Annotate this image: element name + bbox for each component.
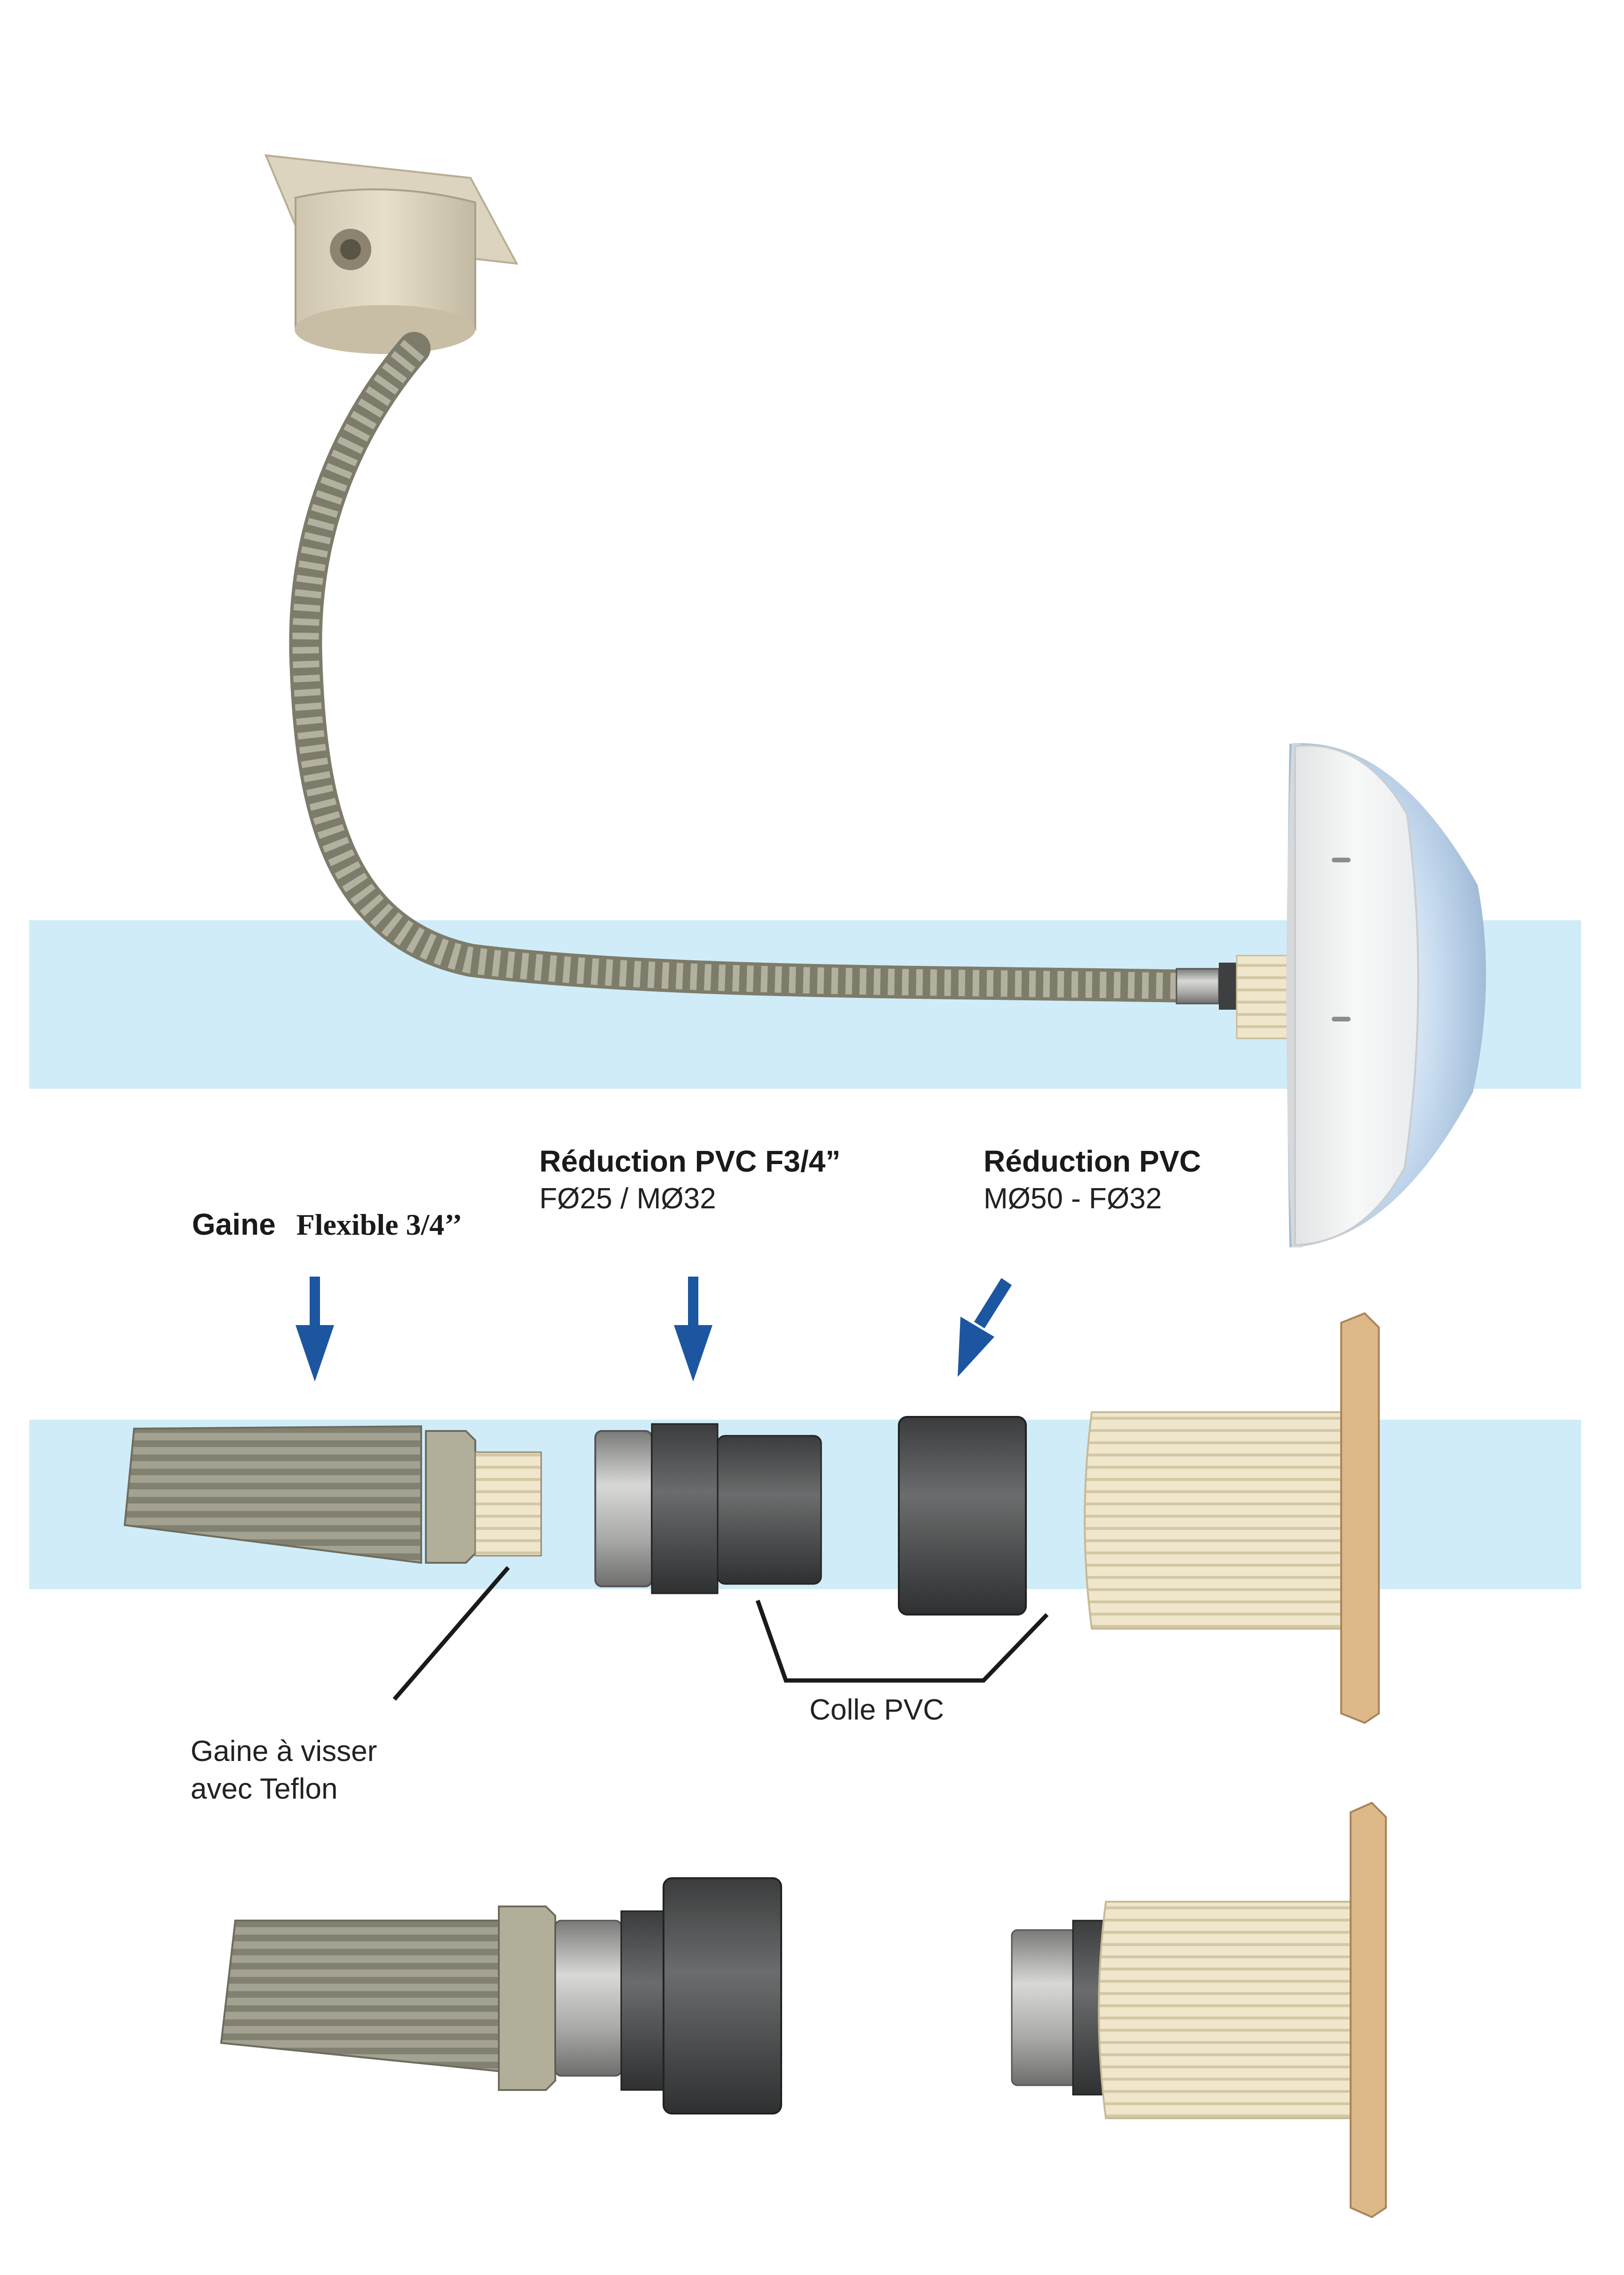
- reduction-pvc-f34: [594, 1423, 822, 1594]
- label-flexible-size: Flexible 3/4’’: [296, 1208, 463, 1241]
- label-gaine-flexible: Gaine Flexible 3/4’’: [192, 1207, 463, 1242]
- bracket-colle-pvc: [755, 1600, 1049, 1683]
- label-reduction2-title: Réduction PVC: [984, 1144, 1201, 1178]
- flexible-hose: [289, 332, 1202, 1003]
- assembled-wall-passthrough: [1011, 1801, 1387, 2219]
- pool-lamp: [1286, 743, 1486, 1247]
- junction-box: [264, 154, 519, 354]
- reduction-pvc-m50: [898, 1416, 1027, 1616]
- wall-passthrough: [1084, 1312, 1380, 1724]
- label-colle-pvc: Colle PVC: [809, 1694, 944, 1726]
- label-gaine-visser-line1: Gaine à visser: [191, 1735, 377, 1768]
- label-reduction1-sub: FØ25 / MØ32: [539, 1182, 716, 1215]
- leader-line-gaine-visser: [392, 1566, 510, 1701]
- arrow-reduction2-icon: [958, 1278, 1012, 1377]
- label-reduction2-sub: MØ50 - FØ32: [984, 1182, 1162, 1215]
- label-gaine-word: Gaine: [192, 1207, 276, 1241]
- label-reduction1-title: Réduction PVC F3/4”: [539, 1144, 841, 1178]
- lamp-fitting: [1176, 955, 1290, 1039]
- arrow-reduction1-icon: [674, 1277, 712, 1382]
- threaded-hose-part: [123, 1425, 542, 1564]
- label-gaine-visser-line2: avec Teflon: [191, 1773, 338, 1805]
- arrow-gaine-icon: [296, 1277, 334, 1382]
- assembled-hose-reduction: [220, 1877, 782, 2114]
